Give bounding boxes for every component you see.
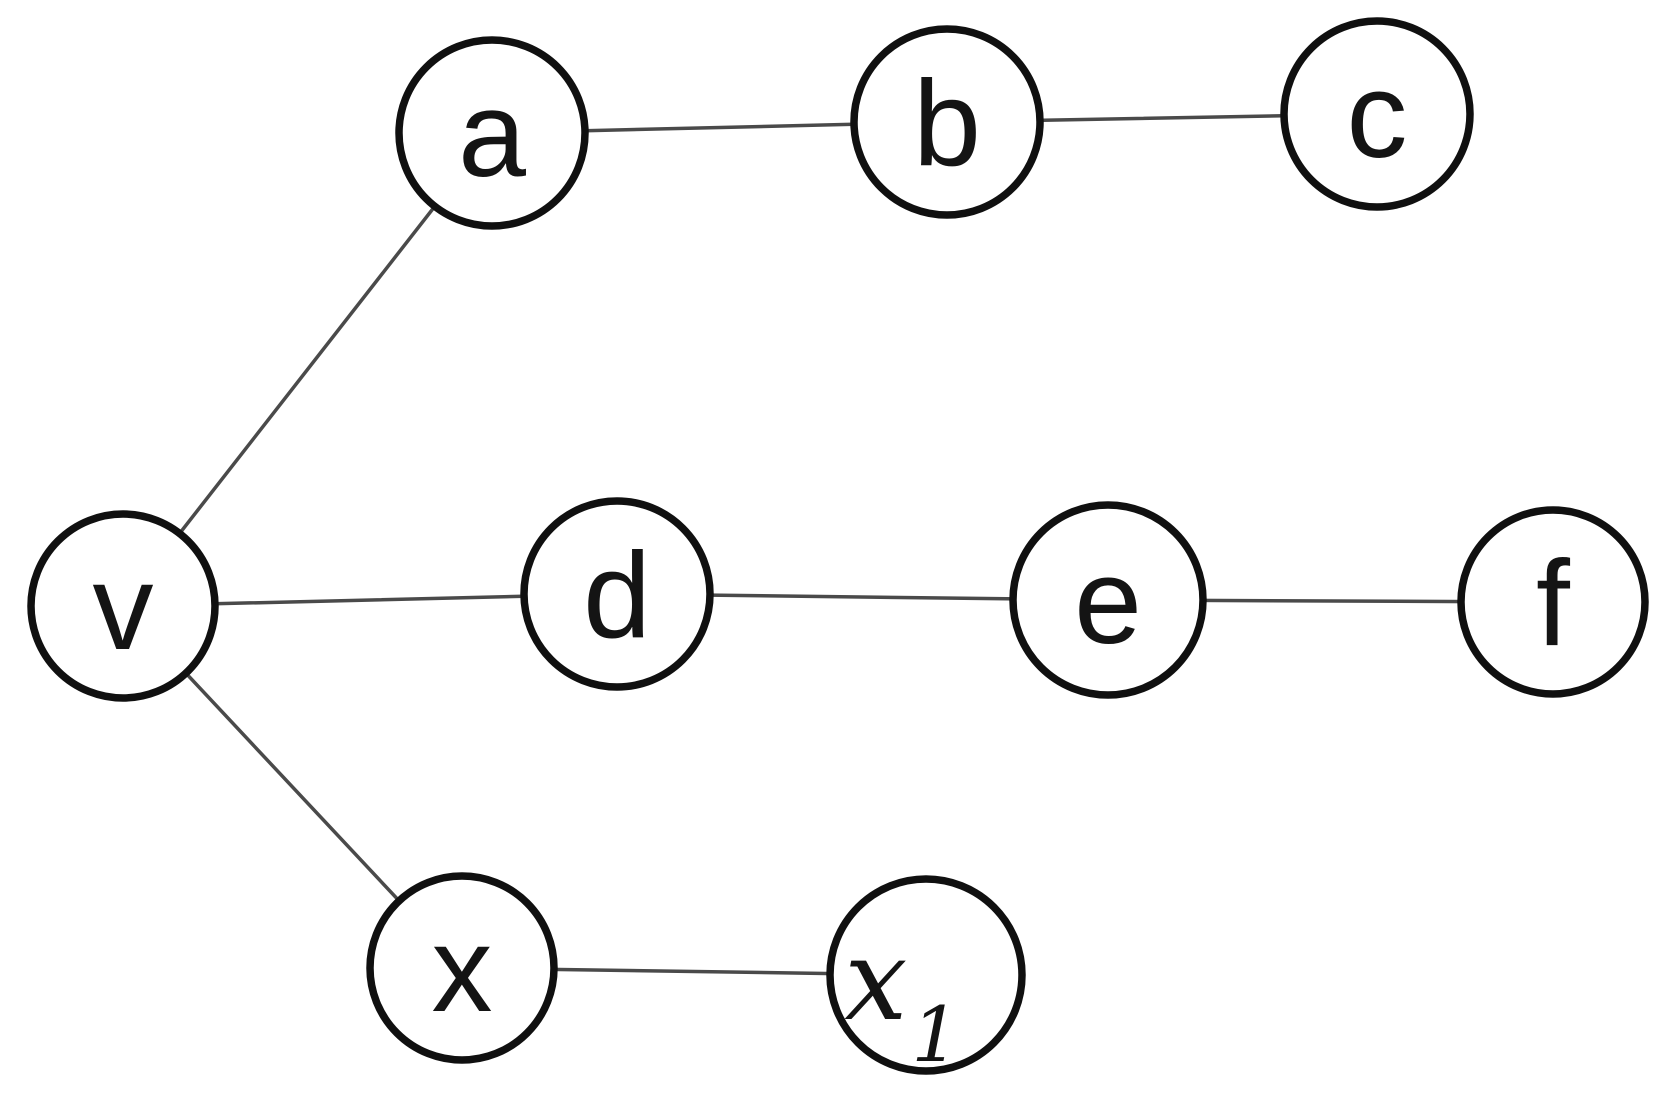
node-x1: x1 [826,875,1026,1079]
node-b: b [850,25,1044,219]
node-f-label: f [1536,535,1571,671]
node-f: f [1457,506,1649,698]
node-a: a [395,36,589,230]
node-d: d [520,497,714,691]
node-v-circle [27,510,219,702]
node-d-circle [520,497,714,691]
node-f-circle [1457,506,1649,698]
node-x1-circle [826,875,1026,1075]
node-x1-label: x1 [844,916,960,1079]
node-v-label: v [93,539,154,675]
node-x-label: x [432,901,493,1037]
node-e-label: e [1074,533,1142,669]
node-c: c [1280,17,1474,211]
node-c-circle [1280,17,1474,211]
node-e: e [1009,501,1207,699]
node-c-label: c [1347,47,1408,183]
node-a-circle [395,36,589,230]
node-b-circle [850,25,1044,219]
edge-v-a [121,131,494,608]
nodes-layer: v a b c d e f x x1 [27,17,1649,1079]
node-b-label: b [913,55,981,191]
edges-layer [121,112,1555,977]
node-a-label: a [458,66,526,202]
node-v: v [27,510,219,702]
node-e-circle [1009,501,1207,699]
node-x: x [366,872,558,1064]
node-x-circle [366,872,558,1064]
node-d-label: d [583,527,651,663]
